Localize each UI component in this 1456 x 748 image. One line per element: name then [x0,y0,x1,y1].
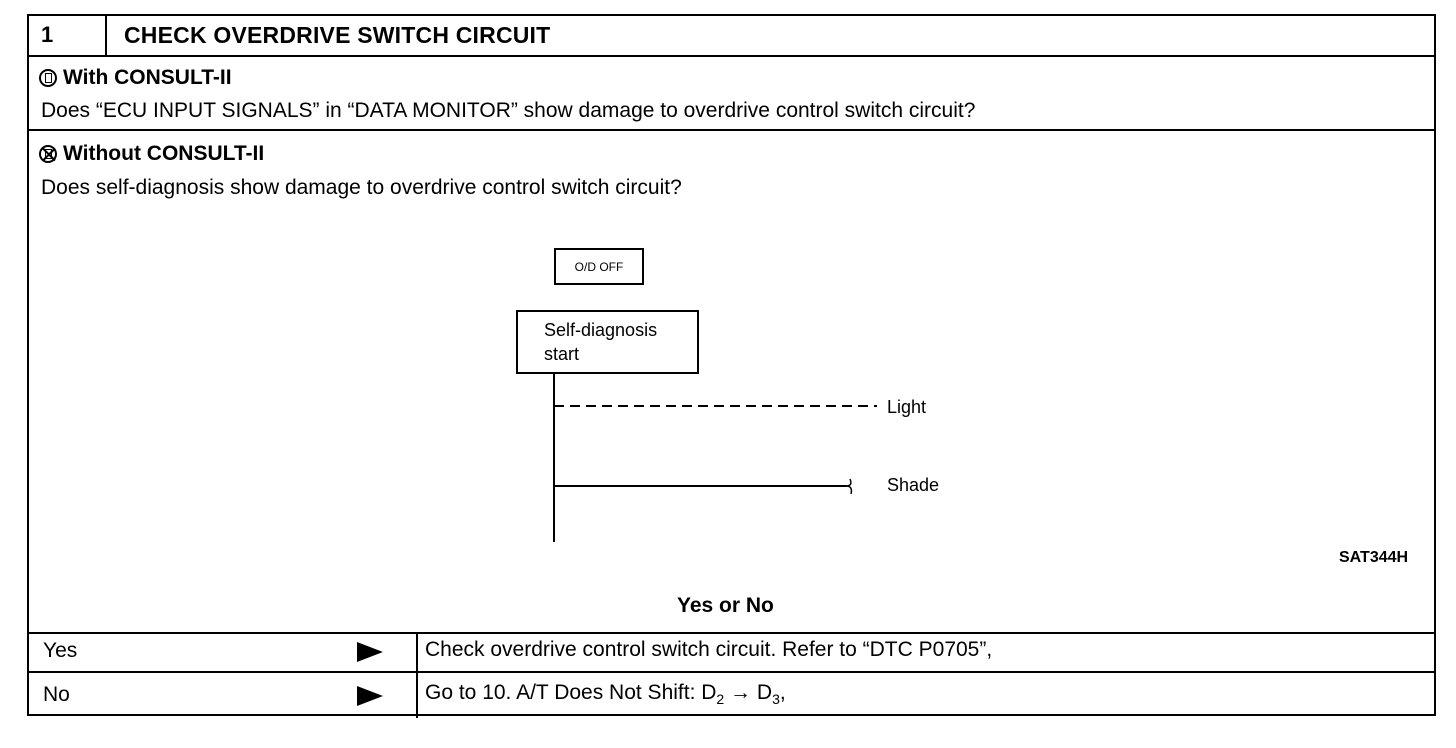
self-diagnosis-line1: Self-diagnosis [544,320,658,340]
action-column-divider [416,632,418,718]
diagnostic-procedure-table: 1 CHECK OVERDRIVE SWITCH CIRCUIT With CO… [27,14,1436,718]
decision-prompt: Yes or No [677,594,774,617]
timing-diagram-lines [553,374,877,542]
shade-label: Shade [887,475,940,495]
without-consult-heading-text: Without CONSULT-II [63,142,265,165]
right-triangle-arrow-icon [357,642,383,662]
no-consult-tool-icon [39,145,57,163]
no-label: No [43,683,70,706]
no-action-suffix: , [779,681,786,704]
with-consult-divider [29,129,1434,131]
header-divider [29,55,1434,57]
no-action-sub-2: 2 [716,691,725,708]
shade-line-break-mark-top [845,478,852,487]
no-action-arrow: → D [724,681,773,704]
right-triangle-arrow-icon [357,686,383,706]
no-action-prefix: Go to 10. A/T Does Not Shift: D [425,681,717,704]
without-consult-question: Does self-diagnosis show damage to overd… [41,176,682,199]
light-label: Light [887,397,927,417]
yes-action: Check overdrive control switch circuit. … [425,638,993,661]
self-diagnosis-line2: start [544,344,580,364]
figure-reference: SAT344H [1339,549,1409,566]
step-number-divider [105,16,107,55]
with-consult-heading-text: With CONSULT-II [63,66,232,89]
no-action: Go to 10. A/T Does Not Shift: D2 → D3, [425,681,786,707]
step-title: CHECK OVERDRIVE SWITCH CIRCUIT [124,22,551,48]
without-consult-heading: Without CONSULT-II [39,142,264,166]
with-consult-question: Does “ECU INPUT SIGNALS” in “DATA MONITO… [41,99,976,122]
with-consult-heading: With CONSULT-II [39,66,232,90]
shade-line-break-mark [845,485,853,495]
self-diagnosis-start-box: Self-diagnosis start [516,310,699,374]
yes-label: Yes [43,639,78,662]
yes-row-divider [29,671,1434,673]
decision-divider [29,632,1434,634]
no-action-sub-3: 3 [772,691,780,708]
consult-tool-icon [39,69,57,87]
od-off-indicator: O/D OFF [554,248,644,285]
step-number: 1 [41,22,54,47]
